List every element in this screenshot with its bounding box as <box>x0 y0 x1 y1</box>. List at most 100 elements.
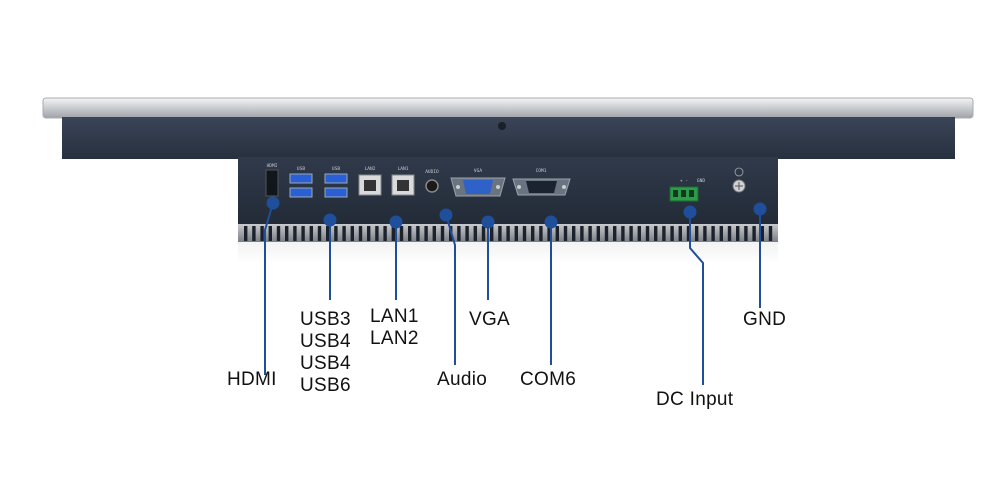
label-usb-stack: USB3 USB4 USB4 USB6 <box>300 309 351 397</box>
heatsink-fin <box>391 226 395 241</box>
callout-dot-vga <box>481 215 495 229</box>
reflection <box>238 242 778 264</box>
heatsink-fin <box>580 226 584 241</box>
heatsink-fin <box>367 226 371 241</box>
heatsink-fin <box>498 226 502 241</box>
heatsink-fin <box>727 226 732 241</box>
panel-label-audio: AUDIO <box>425 169 439 175</box>
heatsink-fin <box>621 226 625 241</box>
heatsink-fin <box>350 226 354 241</box>
label-gnd: GND <box>743 309 787 330</box>
heatsink-fin <box>317 226 322 241</box>
heatsink-fin <box>629 226 633 241</box>
label-usb-1: USB3 <box>300 309 351 330</box>
com-port <box>512 178 571 196</box>
heatsink-fin <box>588 226 592 241</box>
heatsink-fin <box>375 226 379 241</box>
heatsink-fin <box>736 226 740 241</box>
label-lan-1: LAN1 <box>370 306 419 327</box>
callout-dot-com <box>544 215 558 229</box>
heatsink-fin <box>572 226 576 241</box>
panel-label-usb-1: USB <box>297 166 305 172</box>
heatsink-fin <box>490 226 494 241</box>
heatsink-fin <box>424 226 428 241</box>
heatsink-fin <box>473 226 477 241</box>
callout-dot-audio <box>439 208 453 222</box>
callout-dots <box>266 196 767 229</box>
usb-port-group-2 <box>324 173 348 198</box>
callout-dot-gnd <box>753 202 767 216</box>
heatsink-fin <box>654 226 658 241</box>
label-com: COM6 <box>520 369 577 390</box>
heatsink-fin <box>514 226 518 241</box>
dc-input-terminal <box>669 186 699 202</box>
panel-label-lan-2: LAN2 <box>365 166 376 172</box>
heatsink-fin <box>522 226 527 241</box>
panel-label-vga: VGA <box>474 168 482 174</box>
heatsink-fin <box>744 226 748 241</box>
heatsink-fin <box>703 226 707 241</box>
heatsink-fin <box>457 226 461 241</box>
heatsink-fin <box>637 226 641 241</box>
heatsink-fin <box>342 226 346 241</box>
panel-label-dc-sign: + - <box>680 179 688 184</box>
heatsink-fin <box>670 226 674 241</box>
heatsink-fin <box>752 226 756 241</box>
heatsink-fin <box>662 226 666 241</box>
heatsink-fin <box>768 226 773 241</box>
heatsink-fin <box>481 226 486 241</box>
panel-label-gnd: GND <box>697 178 705 184</box>
callout-lines <box>264 202 761 385</box>
hdmi-port <box>265 169 279 197</box>
heatsink-fin <box>760 226 764 241</box>
heatsink-fin <box>539 226 543 241</box>
label-lan-2: LAN2 <box>370 328 419 349</box>
heatsink-fin <box>719 226 723 241</box>
heatsink-fin <box>301 226 305 241</box>
heatsink-fin <box>268 226 272 241</box>
heatsink-fin <box>260 226 264 241</box>
heatsink-fin <box>506 226 510 241</box>
camera-dot <box>498 122 506 130</box>
heatsink-fin <box>555 226 559 241</box>
callout-dot-usb <box>323 213 337 227</box>
heatsink-fin <box>326 226 330 241</box>
heatsink-fin <box>334 226 338 241</box>
back-panel <box>62 117 955 159</box>
panel-label-com: COM1 <box>536 168 547 174</box>
heatsink-fin <box>563 226 568 241</box>
label-hdmi: HDMI <box>227 369 277 390</box>
lan-port-2 <box>358 174 382 196</box>
heatsink-fin <box>678 226 682 241</box>
heatsink-fin <box>244 226 248 241</box>
heatsink-fin <box>711 226 715 241</box>
vga-port <box>450 177 506 197</box>
callout-line-audio <box>445 214 456 365</box>
label-vga: VGA <box>469 309 511 330</box>
lan-port-1 <box>391 174 415 196</box>
heatsink-fin <box>465 226 469 241</box>
panel-label-lan-1: LAN1 <box>398 166 409 172</box>
heatsink-fin <box>645 226 650 241</box>
callout-dot-lan <box>389 215 403 229</box>
callout-line-hdmi <box>264 202 274 375</box>
label-audio: Audio <box>437 369 488 390</box>
heatsink-fin <box>604 226 609 241</box>
gnd-screw <box>732 167 746 193</box>
label-dc-input: DC Input <box>656 389 734 410</box>
heatsink-fin <box>695 226 699 241</box>
panel-label-hdmi: HDMI <box>267 163 278 169</box>
heatsink-fin <box>547 226 551 241</box>
audio-jack <box>425 179 439 193</box>
heatsink-fin <box>416 226 420 241</box>
usb-port-group-1 <box>289 173 313 198</box>
callout-dot-hdmi <box>266 196 280 210</box>
heatsink-fin <box>383 226 387 241</box>
heatsink-fin <box>686 226 691 241</box>
heatsink-fin <box>252 226 256 241</box>
heatsink-fin <box>309 226 313 241</box>
heatsink-fin <box>399 226 404 241</box>
heatsink-fin <box>432 226 436 241</box>
heatsink-fin <box>285 226 289 241</box>
